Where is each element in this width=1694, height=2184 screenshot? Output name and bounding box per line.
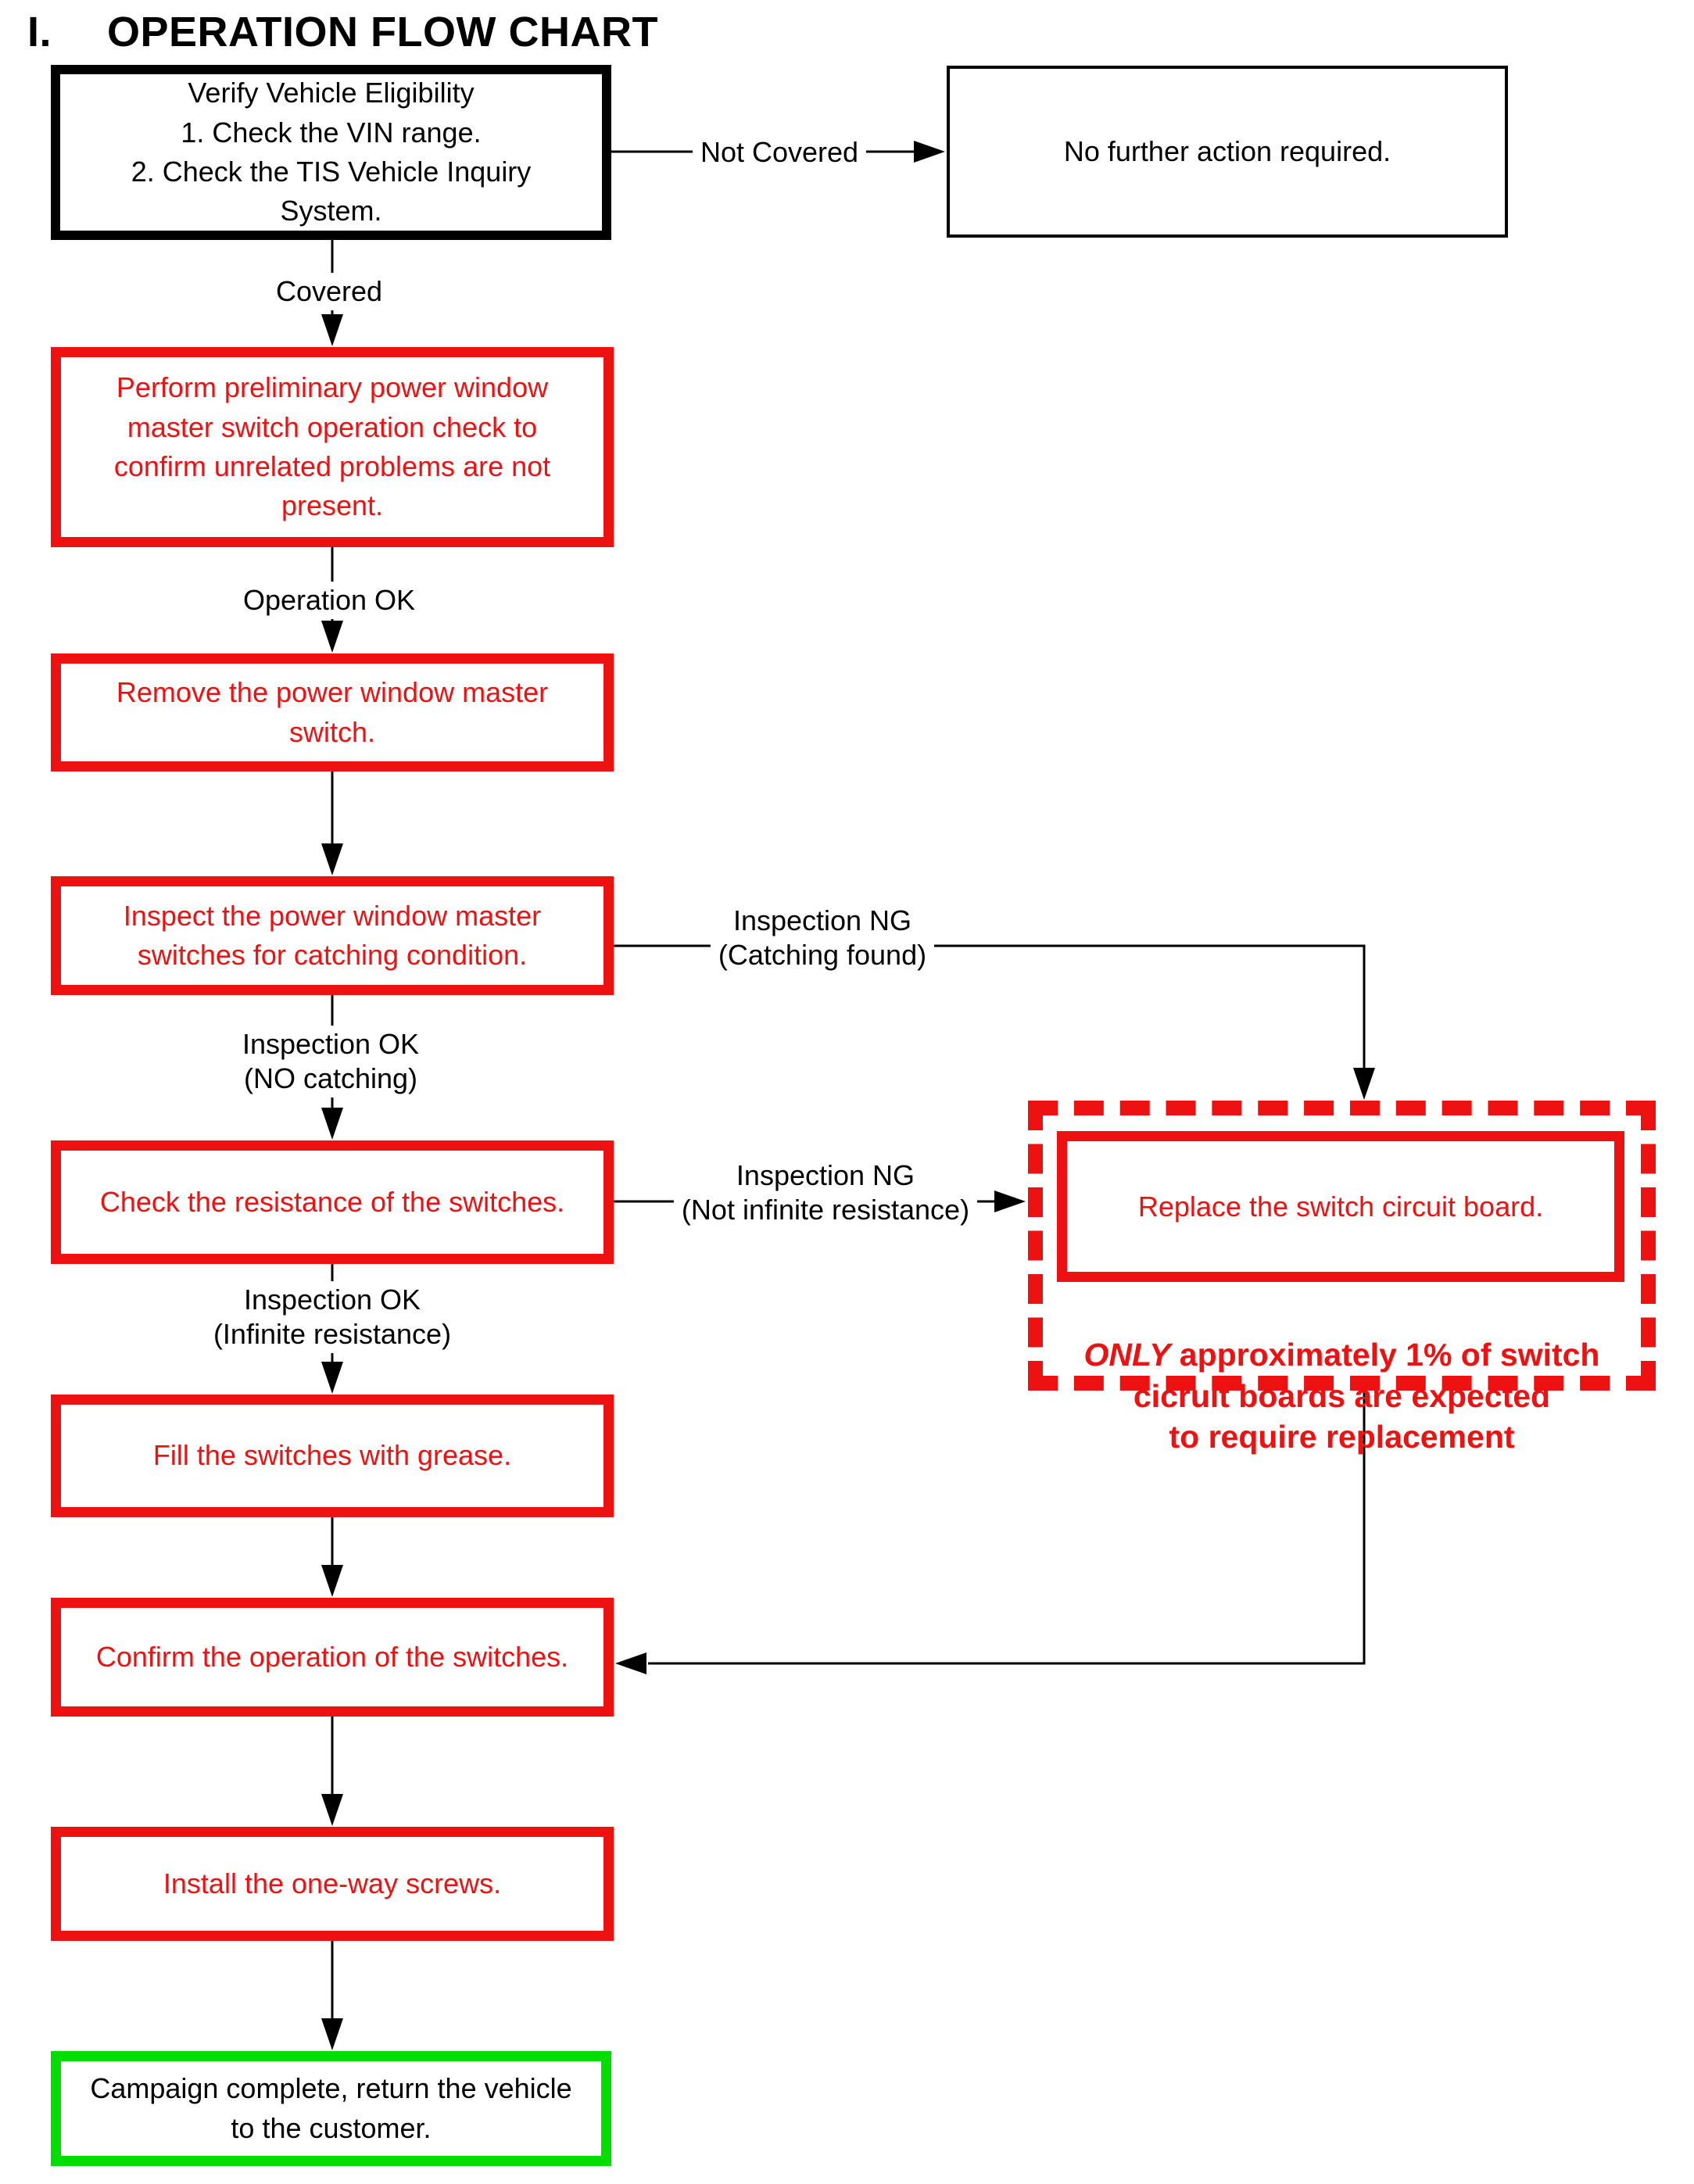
edge-label-inspection-ok-no-catching: Inspection OK (NO catching) [234, 1026, 428, 1097]
edge-label-inspection-ng-resistance: Inspection NG (Not infinite resistance) [673, 1157, 978, 1229]
node-inspect-catching-condition: Inspect the power window master switches… [51, 876, 614, 995]
node-remove-master-switch: Remove the power window master switch. [51, 653, 614, 772]
node-install-one-way-screws: Install the one-way screws. [51, 1827, 614, 1941]
node-check-resistance: Check the resistance of the switches. [51, 1140, 614, 1264]
edge-install-to-campaign [321, 1941, 343, 2050]
edge-fill-to-confirm [321, 1517, 343, 1597]
node-verify-eligibility: Verify Vehicle Eligibility 1. Check the … [51, 65, 611, 240]
node-campaign-complete: Campaign complete, return the vehicle to… [51, 2051, 611, 2166]
replacement-rate-note: ONLY approximately 1% of switch cicruit … [1043, 1294, 1641, 1458]
node-replace-switch-circuit-board: Replace the switch circuit board. [1057, 1131, 1624, 1282]
page-title: OPERATION FLOW CHART [107, 9, 658, 55]
node-no-further-action: No further action required. [947, 66, 1508, 238]
edge-label-covered: Covered [267, 273, 391, 310]
edge-remove-to-inspect [321, 771, 343, 875]
node-preliminary-operation-check: Perform preliminary power window master … [51, 347, 614, 547]
node-fill-with-grease: Fill the switches with grease. [51, 1395, 614, 1517]
page-title-row: I. OPERATION FLOW CHART [27, 8, 658, 56]
note-emphasis: ONLY [1083, 1337, 1171, 1373]
section-numeral: I. [27, 9, 52, 55]
edge-confirm-to-install [321, 1717, 343, 1826]
node-confirm-operation: Confirm the operation of the switches. [51, 1598, 614, 1717]
replace-circuit-board-callout: Replace the switch circuit board. ONLY a… [1028, 1101, 1656, 1455]
edge-dashed-callout-to-confirm [615, 1391, 1366, 1674]
note-body: approximately 1% of switch cicruit board… [1133, 1337, 1600, 1455]
edge-label-inspection-ng-catching: Inspection NG (Catching found) [710, 902, 935, 974]
edge-label-not-covered: Not Covered [692, 134, 867, 171]
edge-label-inspection-ok-resistance: Inspection OK (Infinite resistance) [205, 1281, 460, 1353]
edge-label-operation-ok: Operation OK [235, 582, 424, 619]
